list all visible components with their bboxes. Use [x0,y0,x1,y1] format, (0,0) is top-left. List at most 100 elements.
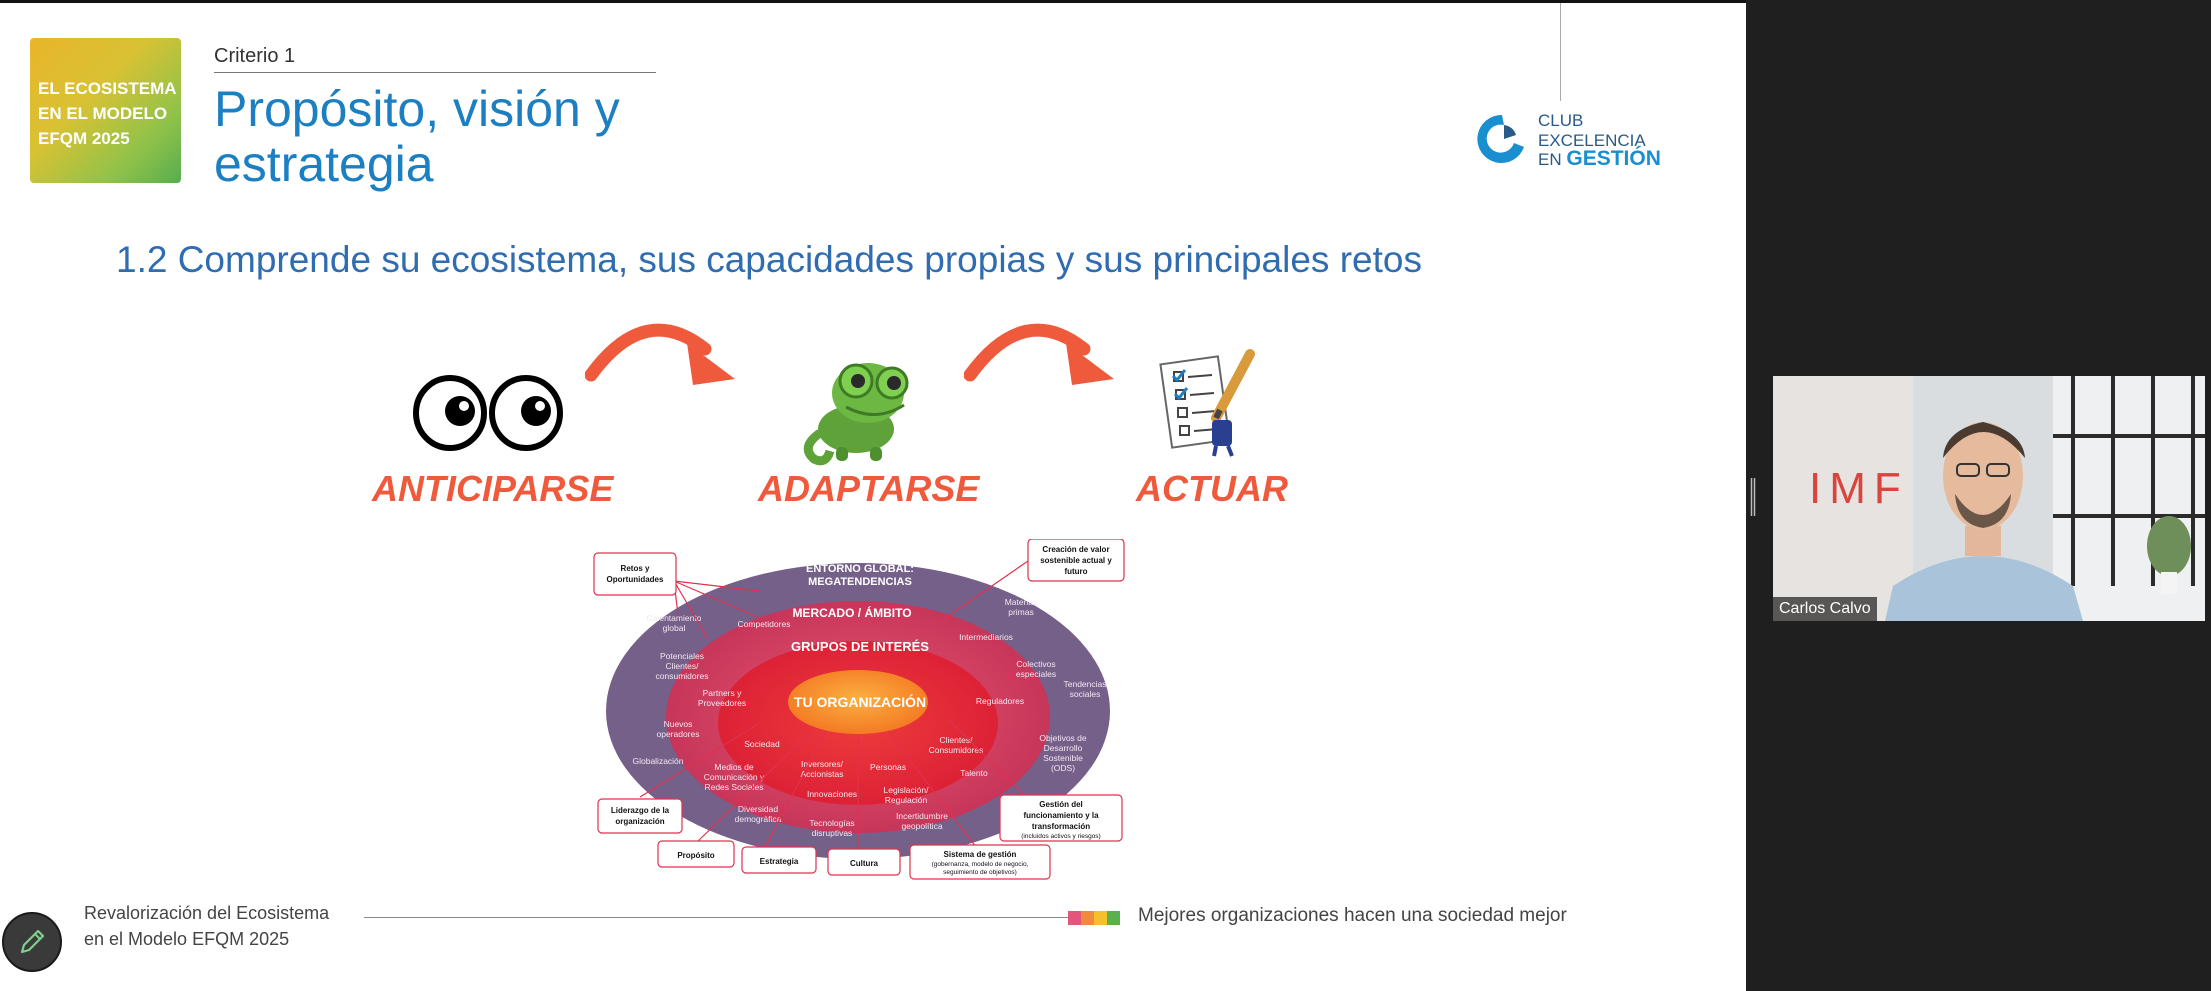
item-diversidad-2: demográfica [735,814,782,824]
badge-line-1: EL ECOSISTEMA [38,79,177,98]
item-partners-2: Proveedores [698,698,746,708]
callout-box-proposito [657,840,735,868]
ring-outer-title-1: ENTORNO GLOBAL: [806,563,914,575]
model-badge: EL ECOSISTEMA EN EL MODELO EFQM 2025 [30,38,181,183]
callout-liderazgo-2: organización [615,817,664,826]
club-logo-icon [1477,114,1524,163]
slide-title-line-1: Propósito, visión y [214,81,620,137]
logo-line-2: EXCELENCIA [1538,131,1646,150]
callout-proposito: Propósito [677,851,714,860]
callout-creacion-2: sostenible actual y [1040,556,1112,565]
swatch-orange [1081,911,1094,925]
item-tendencias-2: sociales [1070,689,1101,699]
ring-market-title: MERCADO / ÁMBITO [792,605,911,620]
item-nuevos-2: operadores [656,729,699,739]
ring-core-title: TU ORGANIZACIÓN [794,693,926,710]
callout-gestion-1: Gestión del [1039,800,1083,809]
item-talento: Talento [960,768,988,778]
step-label-anticiparse: ANTICIPARSE [372,468,614,509]
callout-sistema: Sistema de gestión [944,850,1017,859]
swatch-green [1107,911,1120,925]
logo-line-1: CLUB [1538,111,1584,130]
window-top-bar [0,0,2211,3]
step-label-actuar: ACTUAR [1136,468,1288,509]
callout-box-creacion [1027,539,1125,582]
video-feed [1773,376,2205,621]
item-potenciales-1: Potenciales [660,651,704,661]
item-potenciales-2: Clientes/ [665,661,699,671]
ring-outer-title-2: MEGATENDENCIAS [808,576,912,588]
callout-connectors [639,560,1031,849]
callout-sistema-note-1: (gobernanza, modelo de negocio, [932,861,1029,868]
item-calentamiento-2: global [663,623,686,633]
item-tecnologias-2: disruptivas [812,828,853,838]
footer-divider [364,917,1068,918]
ecosystem-diagram: ENTORNO GLOBAL: MEGATENDENCIAS MERCADO /… [593,539,1125,880]
item-medios-1: Medios de [714,762,753,772]
callout-box-cultura [827,848,901,876]
item-personas: Personas [870,762,906,772]
item-objetivos-3: Sostenible [1043,753,1083,763]
presentation-slide: EL ECOSISTEMA EN EL MODELO EFQM 2025 Cri… [0,3,1746,991]
swatch-yellow [1094,911,1107,925]
logo-line-3-strong: GESTIÓN [1566,147,1661,170]
item-clientes-2: Consumidores [929,745,984,755]
callout-sistema-note-2: seguimiento de objetivos) [943,869,1017,876]
item-materias-2: primas [1008,607,1034,617]
swatch-pink [1068,911,1081,925]
item-incertidumbre-2: geopolítica [901,821,942,831]
badge-line-3: EFQM 2025 [38,129,130,148]
step-label-adaptarse: ADAPTARSE [758,468,980,509]
chameleon-icon [803,363,909,466]
participant-name-label: Carlos Calvo [1773,597,1877,621]
panel-resize-handle[interactable] [1750,478,1756,516]
slide-title-line-2: estrategia [214,136,434,192]
callout-box-sistema [909,844,1051,880]
pen-icon [20,929,45,954]
item-calentamiento-1: Calentamiento [647,613,702,623]
item-materias-1: Materias [1005,597,1038,607]
wall-logo-text: IMF [1809,464,1909,513]
item-objetivos-2: Desarrollo [1044,743,1083,753]
ring-stakeholders-title: GRUPOS DE INTERÉS [791,639,929,654]
item-reguladores: Reguladores [976,696,1024,706]
callout-box-estrategia [741,846,817,874]
item-potenciales-3: consumidores [656,671,709,681]
item-intermediarios: Intermediarios [959,632,1013,642]
ring-organization [788,670,928,734]
callout-box-gestion [999,794,1123,842]
item-objetivos-4: (ODS) [1051,763,1075,773]
item-tecnologias-1: Tecnologías [809,818,854,828]
logo-line-3: EN GESTIÓN [1538,147,1661,170]
callout-creacion-1: Creación de valor [1042,545,1109,554]
annotate-pen-button[interactable] [2,912,62,972]
callout-estrategia: Estrategia [760,857,799,866]
criterion-divider [214,72,656,73]
item-colectivos-1: Colectivos [1016,659,1055,669]
item-innovaciones: Innovaciones [807,789,857,799]
callout-gestion-3: transformación [1032,822,1090,831]
item-nuevos-1: Nuevos [664,719,693,729]
eyes-icon [413,375,563,451]
callout-creacion-3: futuro [1064,567,1087,576]
item-globalizacion: Globalización [632,756,683,766]
header-divider [1560,3,1561,101]
criterion-label: Criterio 1 [214,45,296,67]
callout-gestion-2: funcionamiento y la [1023,811,1099,820]
callout-gestion-note: (incluidos activos y riesgos) [1021,833,1100,840]
item-tendencias-1: Tendencias [1063,679,1106,689]
arrow-icon-1 [585,323,735,385]
item-inversores-1: Inversores/ [801,759,844,769]
arrow-icon-2 [964,323,1114,385]
callout-cultura: Cultura [850,859,879,868]
item-medios-2: Comunicación y [704,772,765,782]
slide-subtitle: 1.2 Comprende su ecosistema, sus capacid… [116,239,1422,280]
item-legislacion-1: Legislación/ [884,785,930,795]
participant-video-tile[interactable]: IMF Carlos Calvo [1773,376,2205,621]
item-competidores: Competidores [738,619,791,629]
item-inversores-2: Accionistas [801,769,844,779]
footer-title-line-2: en el Modelo EFQM 2025 [84,929,290,949]
item-clientes-1: Clientes/ [939,735,973,745]
item-incertidumbre-1: Incertidumbre [896,811,948,821]
footer-color-swatches [1068,911,1120,925]
